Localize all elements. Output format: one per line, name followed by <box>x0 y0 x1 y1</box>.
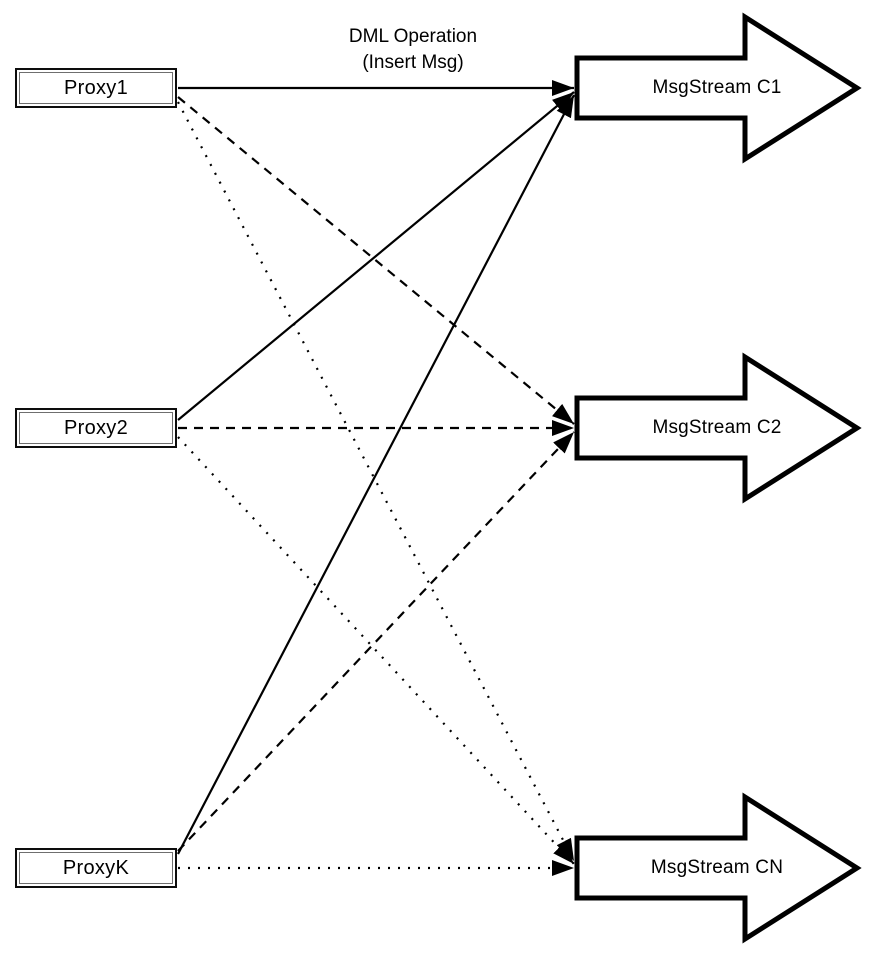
edge-proxy2-to-cn <box>177 436 575 865</box>
proxy1-box: Proxy1 <box>15 68 177 108</box>
proxy2-label: Proxy2 <box>63 416 129 439</box>
dml-operation-label: DML Operation (Insert Msg) <box>349 24 477 76</box>
edge-proxy2-to-c1 <box>177 91 575 421</box>
dml-operation-label-line2: (Insert Msg) <box>362 52 464 73</box>
msgstream-c1-label: MsgStream C1 <box>652 77 782 98</box>
proxyk-label: ProxyK <box>62 856 130 879</box>
edge-proxyk-to-c1 <box>177 94 575 855</box>
block-arrow-c1 <box>574 12 862 164</box>
edge-proxyk-to-c2 <box>177 431 575 852</box>
msgstream-c2-label: MsgStream C2 <box>652 417 782 438</box>
block-arrow-c2 <box>574 352 862 504</box>
edge-proxy1-to-cn <box>177 101 575 862</box>
proxyk-box: ProxyK <box>15 848 177 888</box>
edge-proxy1-to-c2 <box>177 96 575 425</box>
block-arrow-cn <box>574 792 862 944</box>
dml-operation-label-line1: DML Operation <box>348 26 478 47</box>
proxy1-label: Proxy1 <box>63 76 129 99</box>
msgstream-cn-label: MsgStream CN <box>650 857 784 878</box>
proxy2-box: Proxy2 <box>15 408 177 448</box>
